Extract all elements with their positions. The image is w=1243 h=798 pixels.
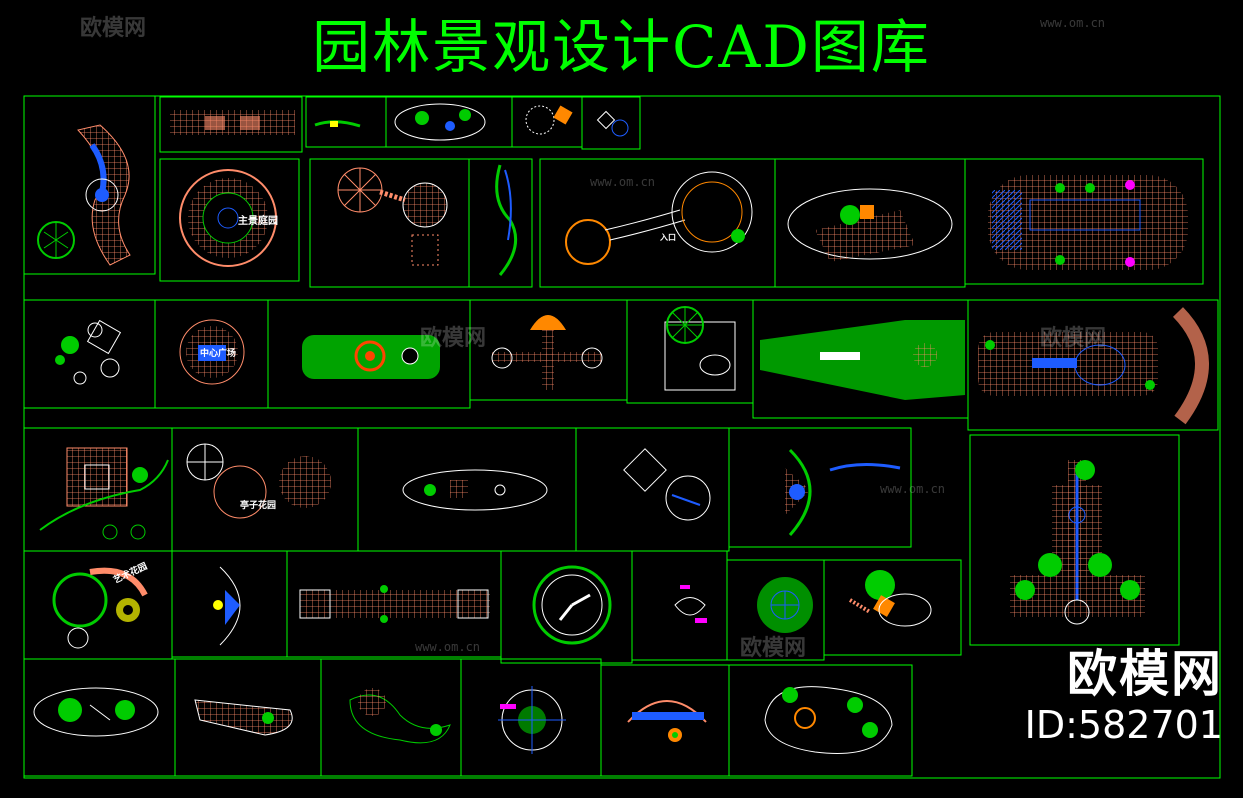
square-courtyard-plan xyxy=(39,447,169,540)
fan-garden-plan xyxy=(785,448,901,536)
label-pavilion: 亭子花园 xyxy=(240,501,277,511)
small-plan-3 xyxy=(525,105,573,135)
row-4 xyxy=(23,550,962,664)
axial-fountain-plan xyxy=(1010,460,1145,625)
compass-plan xyxy=(498,686,566,754)
label-central-plaza: 中心广场 xyxy=(200,349,237,359)
watermark-url: www.om.cn xyxy=(880,482,946,496)
watermark: 欧模网 xyxy=(1040,326,1107,351)
boat-garden-plan xyxy=(194,699,293,736)
symmetric-plaza-plan xyxy=(491,315,603,390)
watermark-url: www.om.cn xyxy=(590,175,656,189)
circular-plaza-plan xyxy=(565,171,753,265)
small-plan-1 xyxy=(314,120,361,128)
arch-bridge-plan xyxy=(627,700,707,742)
watermark: 欧模网 xyxy=(420,326,487,351)
lens-garden-plan xyxy=(402,469,548,511)
label-entrance: 入口 xyxy=(660,233,676,242)
clock-plaza-plan xyxy=(532,565,612,645)
main-garden-plan xyxy=(179,169,277,267)
row-2 xyxy=(23,299,1219,431)
tropical-corner-plan xyxy=(848,570,932,627)
watermark: 欧模网 xyxy=(80,16,147,41)
small-plan-4 xyxy=(596,110,629,137)
half-moon-plan xyxy=(213,566,241,646)
art-garden-plan xyxy=(52,567,148,649)
brand-id: ID:582701 xyxy=(1024,703,1223,747)
page-title: 园林景观设计CAD图库 xyxy=(312,13,931,81)
central-plaza-plan xyxy=(179,319,245,385)
row-5 xyxy=(23,658,913,777)
linear-paving-plan xyxy=(299,585,490,623)
watermark-url: www.om.cn xyxy=(1040,16,1106,30)
brand-block: 欧模网 ID:582701 xyxy=(1025,646,1223,748)
green-courtyard-plan xyxy=(302,335,440,379)
small-entrance-plan xyxy=(674,585,707,623)
watermark: 欧模网 xyxy=(740,636,807,661)
green-belt-plan xyxy=(760,320,965,400)
diamond-garden-plan xyxy=(623,448,711,521)
long-garden-plan xyxy=(988,175,1188,270)
label-main-garden: 主景庭园 xyxy=(238,216,278,227)
stream-plan xyxy=(495,164,518,276)
cross-paving-plan xyxy=(978,307,1209,425)
ellipse-courtyard-plan xyxy=(787,188,953,262)
brand-logo: 欧模网 xyxy=(1067,645,1223,703)
radial-pavilion-plan xyxy=(337,167,448,266)
row-1 xyxy=(23,95,1204,288)
leaf-garden-plan xyxy=(764,686,893,754)
rose-window-plan xyxy=(757,577,813,633)
palm-courtyard-plan xyxy=(664,306,736,391)
small-plan-2 xyxy=(394,103,486,141)
pavilion-garden-plan xyxy=(186,443,331,519)
rock-garden-plan xyxy=(55,319,122,385)
oval-garden-plan xyxy=(33,687,159,737)
grid-strip-plan xyxy=(170,110,295,135)
pebble-garden-plan xyxy=(349,688,451,744)
watermark-url: www.om.cn xyxy=(415,640,481,654)
curved-walkway-plan xyxy=(37,124,131,266)
